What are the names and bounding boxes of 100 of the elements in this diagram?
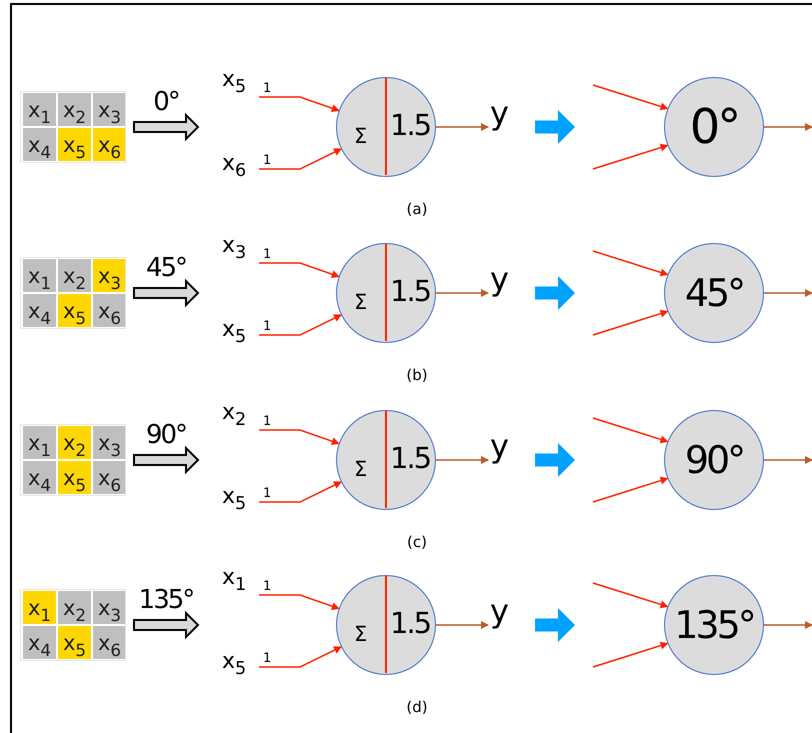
angle-label: 135° — [138, 587, 194, 613]
sum-symbol: Σ — [354, 126, 368, 147]
block-arrow — [133, 610, 200, 640]
arrow — [259, 314, 342, 336]
grid-cell: x$_{2}$ — [58, 591, 91, 624]
threshold-value: 1.5 — [390, 111, 430, 140]
sum-symbol: Σ — [354, 624, 368, 645]
angle-value: 90° — [684, 441, 744, 479]
grid-cell: x$_{1}$ — [23, 591, 56, 624]
input-label: x$_{1}$ — [222, 567, 258, 597]
sum-symbol: Σ — [354, 292, 368, 313]
block-arrow — [133, 446, 200, 474]
grid-cell: x$_{4}$ — [23, 461, 56, 494]
grid-cell: x$_{5}$ — [58, 461, 91, 494]
arrow — [436, 289, 489, 297]
block-arrow — [133, 278, 200, 308]
block-arrow — [535, 443, 575, 477]
input-label: x$_{5}$ — [222, 69, 258, 99]
cell-grid — [20, 91, 126, 163]
output-label: y — [490, 97, 516, 139]
angle-label: 45° — [144, 255, 188, 281]
edge-label: 1 — [263, 320, 272, 333]
block-arrow — [535, 608, 575, 642]
angle-label: 90° — [144, 422, 188, 448]
arrow — [764, 456, 812, 464]
arrow — [436, 621, 489, 629]
arrow — [259, 481, 342, 503]
angle-value: 45° — [684, 274, 744, 312]
grid-cell: x$_{2}$ — [58, 259, 91, 292]
input-label: x$_{3}$ — [222, 235, 258, 265]
angle-value: 0° — [690, 103, 738, 151]
grid-cell: x$_{4}$ — [23, 128, 56, 161]
threshold-value: 1.5 — [390, 444, 430, 473]
grid-cell: x$_{3}$ — [93, 259, 125, 292]
grid-cell: x$_{5}$ — [58, 128, 91, 161]
arrow — [592, 476, 668, 503]
input-label: x$_{5}$ — [222, 486, 258, 516]
grid-cell: x$_{6}$ — [93, 461, 125, 494]
block-arrow — [535, 110, 575, 144]
arrow — [259, 646, 342, 668]
grid-cell: x$_{5}$ — [58, 626, 91, 659]
arrow — [592, 250, 668, 276]
panel-caption: (c) — [406, 535, 428, 550]
edge-label: 1 — [263, 487, 272, 500]
cell-grid — [20, 257, 126, 329]
panel-caption: (a) — [406, 202, 428, 217]
arrow — [259, 96, 340, 112]
arrow — [592, 417, 668, 444]
input-label: x$_{6}$ — [222, 153, 258, 183]
cell-grid — [20, 589, 126, 661]
arrow — [436, 456, 489, 464]
edge-label: 1 — [263, 82, 272, 95]
arrow — [764, 123, 812, 131]
output-label: y — [490, 430, 516, 472]
grid-cell: x$_{1}$ — [23, 93, 56, 126]
grid-cell: x$_{3}$ — [93, 93, 125, 126]
input-label: x$_{2}$ — [222, 402, 258, 432]
arrow — [764, 621, 812, 629]
panel-caption: (d) — [405, 700, 429, 715]
input-label: x$_{5}$ — [222, 651, 258, 681]
arrow — [259, 594, 340, 610]
angle-value: 135° — [674, 606, 754, 644]
arrow — [259, 148, 342, 170]
grid-cell: x$_{6}$ — [93, 626, 125, 659]
grid-cell: x$_{4}$ — [23, 294, 56, 327]
panel-caption: (b) — [405, 368, 429, 383]
input-label: x$_{5}$ — [222, 319, 258, 349]
arrow — [592, 84, 668, 110]
arrow — [592, 144, 668, 170]
threshold-value: 1.5 — [390, 277, 430, 306]
arrow — [436, 123, 489, 131]
edge-label: 1 — [263, 154, 272, 167]
grid-cell: x$_{3}$ — [93, 426, 125, 459]
arrow — [592, 582, 668, 608]
arrow — [592, 310, 668, 336]
arrow — [764, 289, 812, 297]
grid-cell: x$_{4}$ — [23, 626, 56, 659]
edge-label: 1 — [263, 415, 272, 428]
grid-cell: x$_{6}$ — [93, 294, 125, 327]
grid-cell: x$_{6}$ — [93, 128, 125, 161]
cell-grid — [20, 424, 126, 496]
threshold-value: 1.5 — [390, 609, 430, 638]
edge-label: 1 — [263, 248, 272, 261]
grid-cell: x$_{2}$ — [58, 93, 91, 126]
grid-cell: x$_{2}$ — [58, 426, 91, 459]
sum-symbol: Σ — [354, 459, 368, 480]
output-label: y — [490, 263, 516, 305]
grid-cell: x$_{3}$ — [93, 591, 125, 624]
grid-cell: x$_{1}$ — [23, 426, 56, 459]
arrow — [592, 642, 668, 668]
arrow — [259, 429, 340, 445]
edge-label: 1 — [263, 580, 272, 593]
output-label: y — [490, 595, 516, 637]
grid-cell: x$_{5}$ — [58, 294, 91, 327]
block-arrow — [133, 112, 200, 142]
angle-label: 0° — [152, 89, 180, 115]
grid-cell: x$_{1}$ — [23, 259, 56, 292]
edge-label: 1 — [263, 652, 272, 665]
block-arrow — [535, 276, 575, 310]
arrow — [259, 262, 340, 278]
